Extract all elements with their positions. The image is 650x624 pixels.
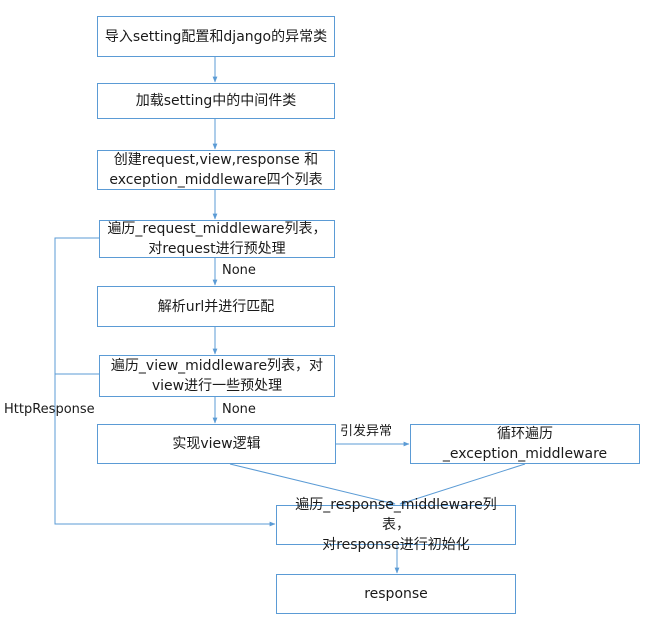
node-response-middleware-line-2: 对response进行初始化 (322, 537, 470, 553)
node-create-lists: 创建request,view,response 和 exception_midd… (97, 150, 335, 190)
arrow-view-to-response-middleware (229, 463, 396, 506)
node-resolve-url: 解析url并进行匹配 (97, 286, 335, 327)
edge-label-none-2: None (222, 402, 256, 417)
edge-label-raise-exception: 引发异常 (340, 424, 393, 439)
node-create-lists-line-1: 创建request,view,response 和 (113, 152, 319, 168)
node-exception-middleware-line-1: 循环遍历_exception_middleware (442, 426, 608, 462)
edge-label-http-response: HttpResponse (4, 402, 95, 417)
node-response-line-1: response (364, 586, 428, 602)
node-response-middleware-line-1: 遍历_response_middleware列表， (295, 497, 497, 533)
node-view-middleware-line-1: 遍历_view_middleware列表，对 (110, 358, 324, 374)
node-exception-middleware: 循环遍历_exception_middleware (410, 424, 640, 464)
node-request-middleware: 遍历_request_middleware列表， 对request进行预处理 (99, 220, 335, 258)
arrow-exception-to-response-middleware (399, 463, 526, 505)
node-import-settings: 导入setting配置和django的异常类 (97, 16, 335, 57)
node-load-middleware: 加载setting中的中间件类 (97, 83, 335, 119)
node-import-settings-line-1: 导入setting配置和django的异常类 (104, 28, 328, 45)
node-run-view-line-1: 实现view逻辑 (172, 436, 261, 452)
node-request-middleware-line-1: 遍历_request_middleware列表， (107, 221, 327, 237)
edge-label-none-1: None (222, 263, 256, 278)
node-response-middleware: 遍历_response_middleware列表， 对response进行初始化 (276, 497, 516, 553)
node-view-middleware-line-2: view进行一些预处理 (151, 378, 283, 394)
node-response: response (276, 574, 516, 614)
arrow-request-shortcut-to-response-middleware (54, 237, 276, 527)
node-request-middleware-line-2: 对request进行预处理 (148, 241, 286, 257)
node-create-lists-line-2: exception_middleware四个列表 (109, 172, 323, 188)
node-run-view: 实现view逻辑 (97, 424, 336, 464)
node-view-middleware: 遍历_view_middleware列表，对 view进行一些预处理 (99, 355, 335, 397)
node-load-middleware-line-1: 加载setting中的中间件类 (135, 93, 297, 109)
node-resolve-url-line-1: 解析url并进行匹配 (157, 298, 275, 315)
